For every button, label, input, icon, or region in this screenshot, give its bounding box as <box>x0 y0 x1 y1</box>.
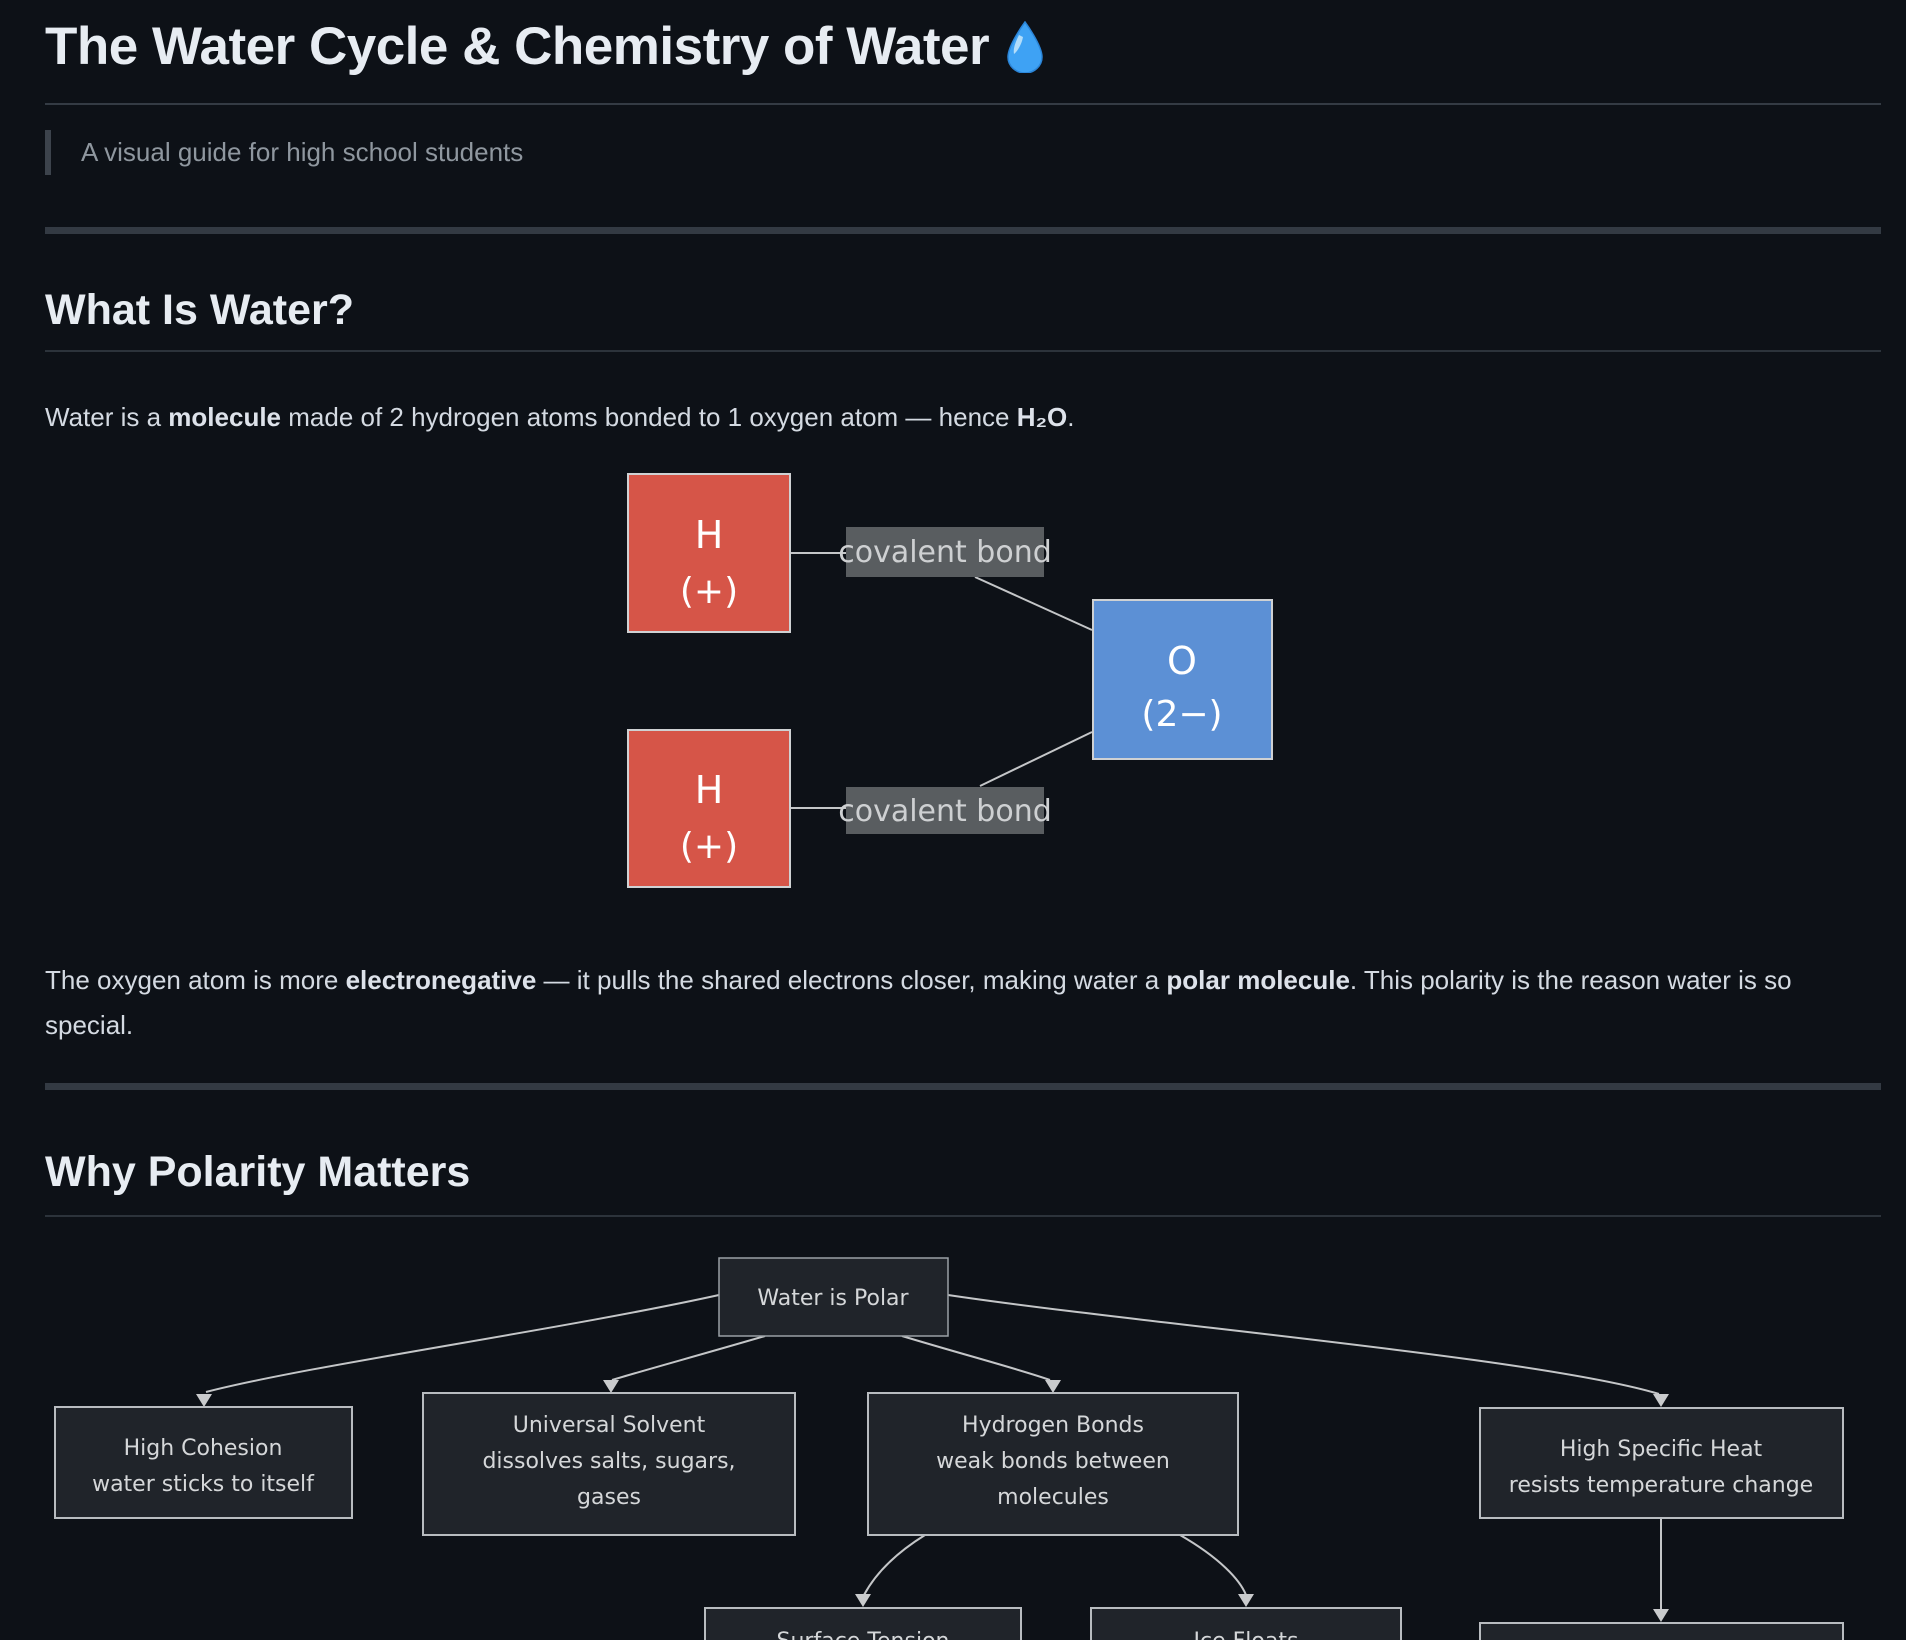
node-hydrogen-bonds-line3: molecules <box>997 1485 1109 1510</box>
heading-what-is-water: What Is Water? <box>45 286 354 334</box>
oxygen-node <box>1092 599 1273 760</box>
water-droplet-icon <box>1007 20 1043 74</box>
arrowhead-solvent <box>603 1380 619 1393</box>
water-droplet-emoji <box>1005 20 1045 74</box>
polarity-flowchart: Water is Polar High Cohesion water stick… <box>54 1257 1844 1640</box>
arrowhead-hbonds <box>1045 1380 1061 1393</box>
node-hydrogen-bonds <box>867 1392 1239 1536</box>
page-title-text: The Water Cycle & Chemistry of Water <box>45 17 990 76</box>
oxygen-charge: (2−) <box>1141 694 1222 735</box>
note-text-3: . This polarity is the reason water is s… <box>45 965 1792 1040</box>
flowchart-root-node <box>718 1257 949 1337</box>
covalent-bond-label-top-bg <box>846 527 1044 577</box>
node-surface-tension-label: Surface Tension <box>777 1629 950 1640</box>
flowchart-root-label: Water is Polar <box>757 1286 909 1311</box>
arrowhead-surface-tension <box>855 1594 871 1607</box>
hydrogen-bottom-symbol: H <box>695 768 724 812</box>
node-high-cohesion-line2: water sticks to itself <box>92 1472 315 1497</box>
title-divider <box>45 103 1881 105</box>
covalent-bond-label-top: covalent bond <box>838 535 1052 570</box>
hydrogen-bottom-node <box>627 729 791 888</box>
hydrogen-top-node <box>627 473 791 633</box>
intro-paragraph: Water is a molecule made of 2 hydrogen a… <box>45 395 1075 440</box>
intro-text-1: Water is a <box>45 402 169 432</box>
section-divider-2 <box>45 1083 1881 1090</box>
heading-underline-1 <box>45 350 1881 352</box>
edge-hbonds-to-surface-tension <box>863 1534 926 1596</box>
node-universal-solvent-line1: Universal Solvent <box>513 1413 706 1438</box>
node-high-specific-heat-line1: High Specific Heat <box>1560 1437 1763 1462</box>
node-surface-tension <box>704 1607 1022 1640</box>
heading-why-polarity-matters: Why Polarity Matters <box>45 1148 471 1196</box>
edge-root-to-solvent <box>611 1335 766 1381</box>
node-universal-solvent <box>422 1392 796 1536</box>
polarity-note-paragraph: The oxygen atom is more electronegative … <box>45 958 1845 1048</box>
node-high-cohesion <box>54 1406 353 1519</box>
covalent-bond-label-bottom: covalent bond <box>838 794 1052 829</box>
node-universal-solvent-line2: dissolves salts, sugars, <box>482 1449 735 1474</box>
note-text-1: The oxygen atom is more <box>45 965 346 995</box>
page-title: The Water Cycle & Chemistry of Water <box>45 16 1045 77</box>
node-ice-floats-label: Ice Floats <box>1194 1629 1299 1640</box>
arrowhead-heat <box>1653 1394 1669 1407</box>
intro-bold-molecule: molecule <box>168 402 282 432</box>
note-text-2: — it pulls the shared electrons closer, … <box>536 965 1167 995</box>
page-subtitle: A visual guide for high school students <box>81 137 524 167</box>
hydrogen-top-symbol: H <box>695 513 724 557</box>
arrowhead-cohesion <box>196 1394 212 1407</box>
intro-text-3: . <box>1067 402 1075 432</box>
water-molecule-diagram: H (+) H (+) O (2−) covalent bond covalen… <box>627 473 1273 888</box>
node-ice-floats <box>1090 1607 1402 1640</box>
intro-text-2: made of 2 hydrogen atoms bonded to 1 oxy… <box>281 402 1017 432</box>
arrowhead-ice-floats <box>1238 1594 1254 1607</box>
heading-underline-2 <box>45 1215 1881 1217</box>
node-heat-sub <box>1479 1622 1844 1640</box>
edge-root-to-cohesion <box>205 1294 720 1393</box>
node-hydrogen-bonds-line2: weak bonds between <box>936 1449 1170 1474</box>
section-divider-1 <box>45 227 1881 234</box>
node-high-specific-heat <box>1479 1407 1844 1519</box>
hydrogen-bottom-charge: (+) <box>680 826 738 867</box>
oxygen-symbol: O <box>1167 639 1197 683</box>
arrowhead-heat-sub <box>1653 1609 1669 1622</box>
edge-root-to-hbonds <box>901 1335 1051 1381</box>
page-subtitle-blockquote: A visual guide for high school students <box>45 130 523 175</box>
node-universal-solvent-line3: gases <box>577 1485 641 1510</box>
edge-root-to-heat <box>947 1294 1660 1395</box>
node-high-cohesion-line1: High Cohesion <box>124 1436 283 1461</box>
note-bold-electronegative: electronegative <box>345 965 537 995</box>
hydrogen-top-charge: (+) <box>680 571 738 612</box>
covalent-bond-edge-bottom-b <box>979 731 1093 787</box>
node-high-specific-heat-line2: resists temperature change <box>1509 1473 1813 1498</box>
node-hydrogen-bonds-line1: Hydrogen Bonds <box>962 1413 1144 1438</box>
covalent-bond-edge-top-b <box>974 576 1093 631</box>
covalent-bond-label-bottom-bg <box>846 787 1044 834</box>
edge-hbonds-to-ice-floats <box>1179 1534 1247 1596</box>
intro-bold-h2o: H₂O <box>1016 402 1068 432</box>
note-bold-polar-molecule: polar molecule <box>1166 965 1350 995</box>
